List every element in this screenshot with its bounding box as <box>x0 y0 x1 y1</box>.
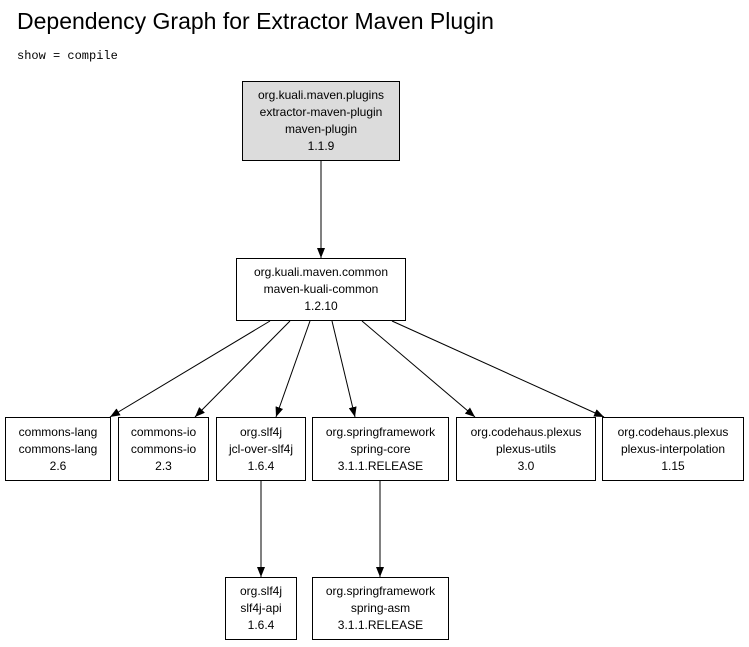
node-artifact-id: plexus-interpolation <box>620 441 726 456</box>
node-group-id: org.kuali.maven.plugins <box>257 88 385 102</box>
node-packaging: maven-plugin <box>284 122 358 136</box>
node-plexus-utils[interactable]: org.codehaus.plexus plexus-utils 3.0 <box>456 417 596 481</box>
node-artifact-id: spring-core <box>350 441 411 456</box>
node-version: 1.2.10 <box>304 299 338 313</box>
node-commons-io[interactable]: commons-io commons-io 2.3 <box>118 417 209 481</box>
node-spring-core[interactable]: org.springframework spring-core 3.1.1.RE… <box>312 417 449 481</box>
node-artifact-id: jcl-over-slf4j <box>228 441 293 456</box>
node-slf4j-api[interactable]: org.slf4j slf4j-api 1.6.4 <box>225 577 297 640</box>
node-group-id: org.springframework <box>325 424 436 439</box>
dependency-edge-common-to-jcl <box>275 320 311 418</box>
node-group-id: org.slf4j <box>239 584 283 598</box>
node-artifact-id: commons-lang <box>18 441 98 456</box>
node-version: 1.6.4 <box>247 458 275 473</box>
node-version: 1.15 <box>661 458 685 473</box>
node-version: 3.0 <box>517 458 535 473</box>
dependency-edge-common-to-spring_core <box>331 320 357 418</box>
node-version: 3.1.1.RELEASE <box>337 458 424 473</box>
node-artifact-id: slf4j-api <box>240 601 282 615</box>
node-artifact-id: maven-kuali-common <box>263 282 379 296</box>
node-commons-lang[interactable]: commons-lang commons-lang 2.6 <box>5 417 111 481</box>
node-artifact-id: spring-asm <box>350 601 411 615</box>
scope-filter-label: show = compile <box>17 49 118 63</box>
node-version: 1.1.9 <box>307 139 335 153</box>
node-version: 3.1.1.RELEASE <box>337 618 424 632</box>
dependency-edge-common-to-io <box>194 320 291 418</box>
node-group-id: commons-io <box>130 424 197 439</box>
node-group-id: org.codehaus.plexus <box>617 424 729 439</box>
node-version: 2.3 <box>155 458 172 473</box>
node-jcl-over-slf4j[interactable]: org.slf4j jcl-over-slf4j 1.6.4 <box>216 417 306 481</box>
node-artifact-id: extractor-maven-plugin <box>259 105 383 119</box>
node-artifact-id: plexus-utils <box>495 441 557 456</box>
page-title: Dependency Graph for Extractor Maven Plu… <box>17 8 494 34</box>
node-group-id: org.springframework <box>325 584 436 598</box>
node-version: 1.6.4 <box>247 618 275 632</box>
node-spring-asm[interactable]: org.springframework spring-asm 3.1.1.REL… <box>312 577 449 640</box>
node-plexus-interpolation[interactable]: org.codehaus.plexus plexus-interpolation… <box>602 417 744 481</box>
node-group-id: commons-lang <box>18 424 98 439</box>
node-maven-kuali-common[interactable]: org.kuali.maven.common maven-kuali-commo… <box>236 258 406 321</box>
node-artifact-id: commons-io <box>130 441 197 456</box>
node-group-id: org.kuali.maven.common <box>253 265 389 279</box>
dependency-edge-common-to-lang <box>109 320 271 418</box>
node-extractor-maven-plugin[interactable]: org.kuali.maven.plugins extractor-maven-… <box>242 81 400 161</box>
node-version: 2.6 <box>49 458 67 473</box>
node-group-id: org.codehaus.plexus <box>470 424 582 439</box>
dependency-edge-common-to-plexus_utils <box>361 320 476 418</box>
dependency-edge-common-to-plexus_interp <box>391 320 605 418</box>
node-group-id: org.slf4j <box>239 424 283 439</box>
